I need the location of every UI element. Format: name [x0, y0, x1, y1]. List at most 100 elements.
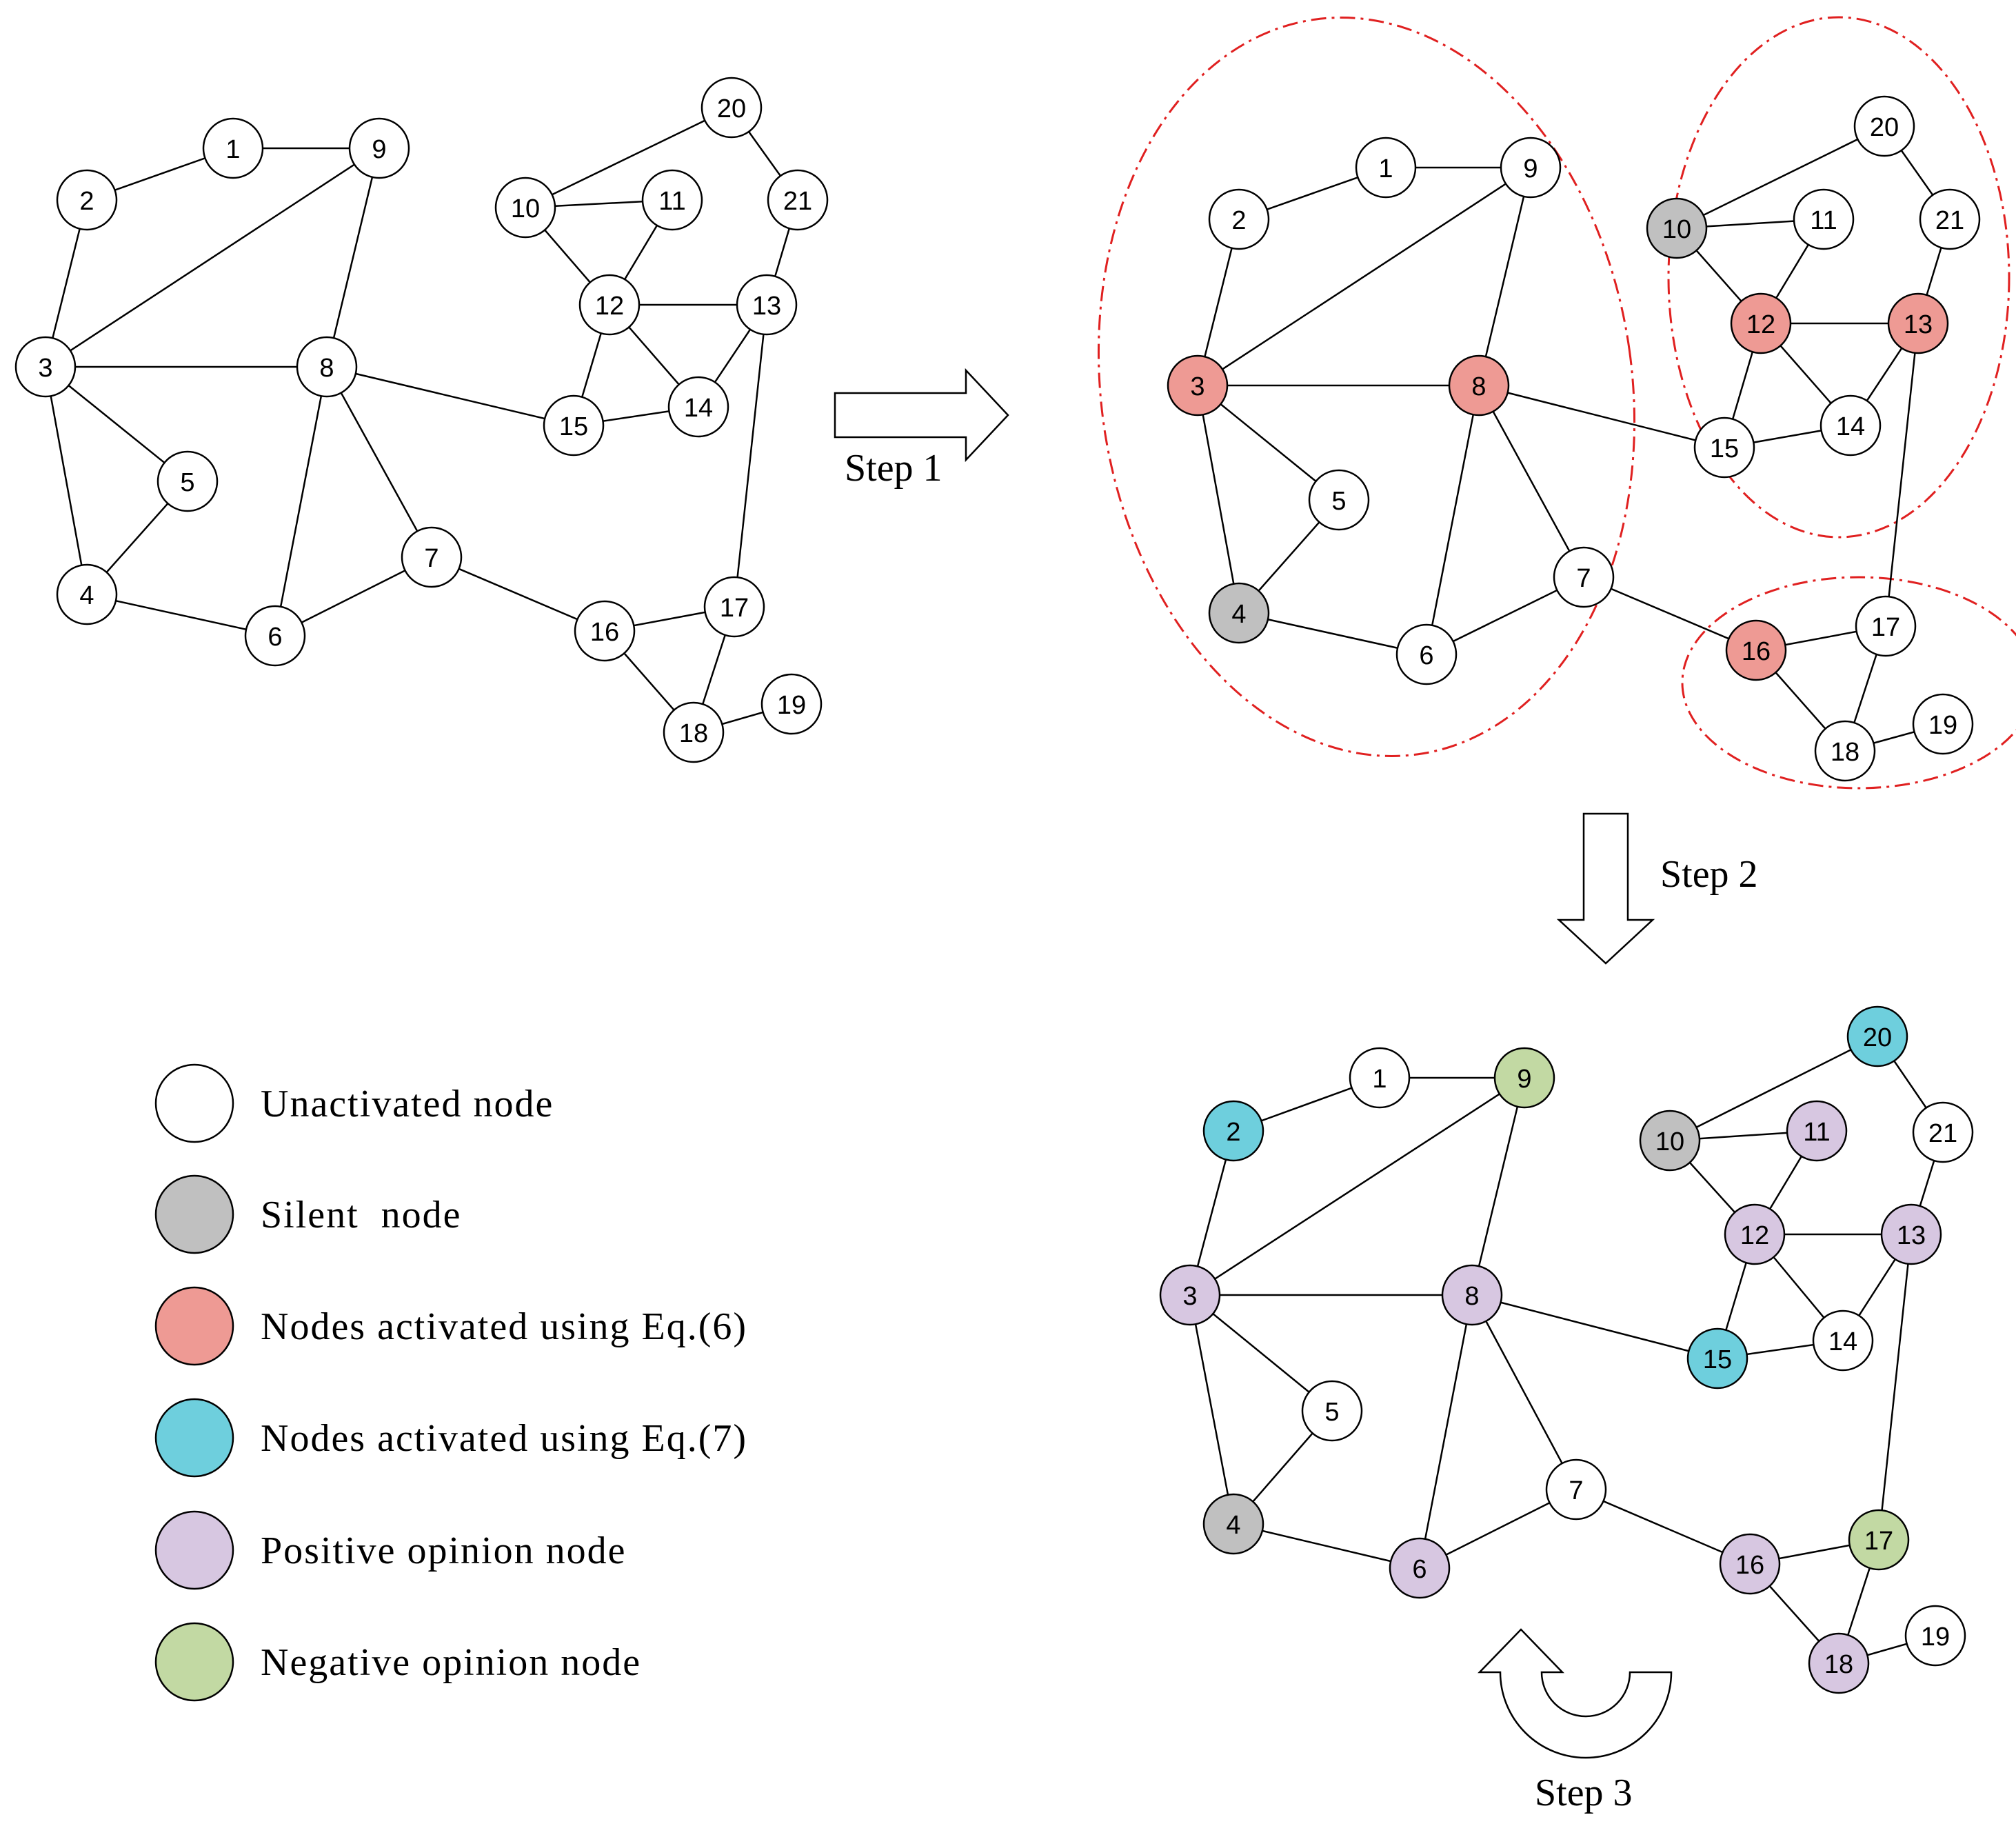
node-2: 2 [1202, 1100, 1264, 1162]
node-circle-unactivated [1355, 137, 1417, 199]
step1-label: Step 1 [845, 447, 943, 490]
node-circle-eq6 [1887, 292, 1949, 354]
node-label: 13 [1904, 310, 1933, 339]
node-label: 9 [1523, 154, 1538, 183]
node-label: 8 [1471, 372, 1486, 401]
edge-3-4 [1196, 385, 1240, 614]
node-label: 1 [1378, 154, 1393, 183]
node-label: 13 [752, 292, 781, 321]
node-15: 15 [1686, 1327, 1748, 1389]
node-20: 20 [700, 77, 763, 139]
node-1: 1 [1349, 1047, 1411, 1109]
node-circle-unactivated [157, 450, 219, 512]
node-circle-positive [1441, 1264, 1503, 1326]
node-label: 3 [38, 354, 52, 383]
edge-3-5 [1189, 1294, 1333, 1412]
node-circle-unactivated [1553, 546, 1615, 608]
step2-arrow: Step 2 [1556, 812, 1758, 965]
node-circle-unactivated [56, 563, 118, 625]
node-10: 10 [1639, 1110, 1701, 1172]
step3-arrow: Step 3 [1478, 1628, 1673, 1814]
node-label: 18 [1831, 738, 1859, 767]
edge-8-15 [326, 365, 574, 427]
node-label: 20 [1863, 1023, 1892, 1052]
legend-swatch [154, 1622, 234, 1702]
step3-label: Step 3 [1535, 1772, 1633, 1814]
node-12: 12 [1724, 1203, 1786, 1265]
node-circle-positive [1808, 1632, 1870, 1694]
node-label: 11 [1810, 206, 1837, 235]
node-label: 13 [1897, 1221, 1926, 1250]
node-label: 21 [783, 187, 812, 216]
edge-8-6 [1418, 1294, 1473, 1569]
node-label: 4 [1226, 1511, 1240, 1540]
node-label: 5 [1324, 1398, 1339, 1427]
node-circle-eq7 [1686, 1327, 1748, 1389]
node-14: 14 [1820, 394, 1882, 456]
node-circle-positive [1880, 1203, 1942, 1265]
node-label: 11 [658, 187, 685, 216]
node-5: 5 [1301, 1380, 1363, 1442]
node-label: 1 [1372, 1065, 1387, 1094]
node-label: 7 [1576, 564, 1591, 593]
edge-3-9 [1189, 1076, 1525, 1296]
edge-8-9 [1478, 167, 1532, 386]
node-8: 8 [296, 336, 358, 398]
node-circle-silent [1202, 1493, 1264, 1555]
node-circle-silent [1646, 197, 1708, 259]
step2-label: Step 2 [1660, 853, 1758, 896]
node-label: 3 [1182, 1282, 1197, 1311]
edge-4-6 [1233, 1523, 1420, 1569]
node-label: 15 [1710, 434, 1739, 463]
community-outline-2 [1667, 16, 2010, 539]
node-circle-unactivated [244, 605, 306, 667]
node-label: 10 [1655, 1127, 1684, 1156]
node-circle-eq7 [1202, 1100, 1264, 1162]
node-circle-unactivated [1349, 1047, 1411, 1109]
node-circle-unactivated [663, 701, 725, 763]
edge-8-6 [1425, 385, 1480, 655]
edge-3-9 [1197, 166, 1531, 387]
node-circle-unactivated [1904, 1605, 1966, 1667]
node-circle-silent [1208, 582, 1270, 644]
node-14: 14 [667, 376, 729, 438]
node-label: 16 [1735, 1551, 1764, 1580]
node-circle-unactivated [1793, 188, 1855, 250]
node-circle-negative [1848, 1509, 1910, 1571]
node-8: 8 [1441, 1264, 1503, 1326]
edge-4-6 [1238, 612, 1427, 656]
node-circle-unactivated [767, 169, 829, 231]
node-circle-eq6 [1448, 354, 1510, 417]
node-circle-unactivated [1814, 720, 1876, 782]
node-18: 18 [1814, 720, 1876, 782]
legend-item-eq6: Nodes activated using Eq.(6) [154, 1286, 746, 1366]
node-label: 19 [1921, 1623, 1950, 1652]
node-10: 10 [1646, 197, 1708, 259]
node-label: 10 [1662, 215, 1691, 244]
node-11: 11 [1786, 1100, 1848, 1162]
node-13: 13 [736, 274, 798, 336]
node-label: 2 [1226, 1118, 1240, 1147]
edge-3-4 [44, 366, 88, 595]
legend-label: Silent node [261, 1194, 462, 1236]
node-7: 7 [1545, 1458, 1607, 1521]
node-circle-eq6 [1730, 292, 1792, 354]
edge-10-20 [1676, 125, 1885, 230]
node-circle-unactivated [1545, 1458, 1607, 1521]
node-circle-positive [1159, 1264, 1221, 1326]
edge-4-6 [86, 593, 276, 637]
node-circle-unactivated [543, 394, 605, 456]
node-9: 9 [348, 117, 410, 179]
node-2: 2 [1208, 188, 1270, 250]
node-label: 14 [1836, 412, 1865, 441]
node-circle-unactivated [1693, 417, 1755, 479]
node-circle-unactivated [574, 600, 636, 662]
node-9: 9 [1493, 1047, 1555, 1109]
edge-8-9 [1471, 1077, 1526, 1296]
node-12: 12 [1730, 292, 1792, 354]
node-circle-unactivated [1855, 595, 1917, 657]
node-label: 18 [679, 719, 708, 748]
node-12: 12 [578, 274, 641, 336]
edge-8-6 [274, 366, 328, 636]
